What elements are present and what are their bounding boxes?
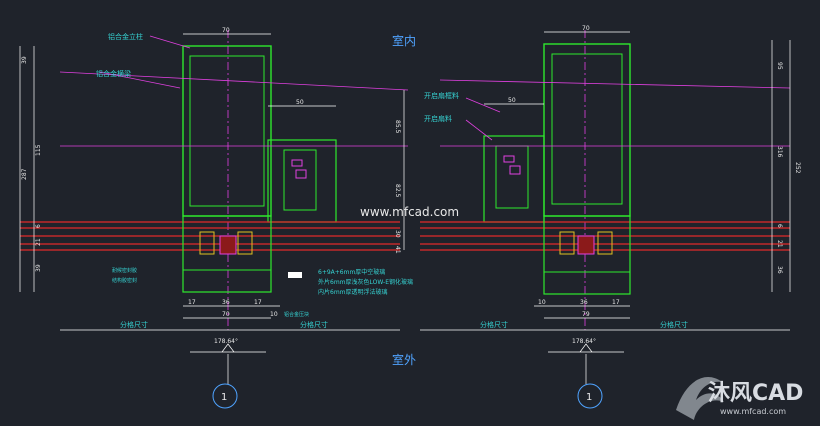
right-detail-number: 1 — [586, 392, 592, 403]
left-structural-seal — [219, 235, 237, 255]
left-dim-r2: 82.5 — [394, 184, 401, 198]
left-sash-inner — [283, 149, 317, 211]
left-gasket-2 — [237, 231, 253, 255]
glass-spec-3: 内片6mm厚透明浮法玻璃 — [318, 288, 388, 296]
site-watermark: www.mfcad.com — [360, 205, 459, 219]
left-dim-l4: 6 — [35, 224, 42, 228]
right-structural-seal — [577, 235, 595, 255]
brand-watermark: 沐风CAD www.mfcad.com — [676, 377, 803, 420]
right-elevation-arrow — [579, 343, 593, 353]
left-dim-b1: 17 — [188, 299, 196, 306]
left-dim-r4: 41 — [394, 246, 401, 254]
left-detail-circle — [212, 383, 238, 409]
right-dim-r3: 252 — [794, 162, 801, 174]
right-sash-hardware — [503, 155, 521, 175]
left-elevation: 178.64° — [214, 338, 238, 345]
left-pressure-plate — [182, 269, 272, 293]
left-sash-hardware — [291, 159, 307, 179]
left-dim-b3: 17 — [254, 299, 262, 306]
right-mullion-outline — [543, 43, 631, 217]
right-dim-r4: 6 — [776, 224, 783, 228]
left-gasket-1 — [199, 231, 215, 255]
right-axis-label-left: 分格尺寸 — [480, 320, 508, 329]
left-legend-swatch — [288, 272, 302, 278]
left-dim-l5: 21 — [35, 238, 42, 246]
right-dim-r5: 21 — [776, 240, 783, 248]
right-axis-label-right: 分格尺寸 — [660, 320, 688, 329]
right-sash-frame — [483, 135, 545, 223]
left-dim-b2: 36 — [222, 299, 230, 306]
right-dim-r6: 36 — [776, 266, 783, 274]
right-dim-top-70: 70 — [582, 25, 590, 32]
right-dim-b1: 10 — [538, 299, 546, 306]
left-dim-r1: 85.5 — [394, 120, 401, 134]
glass-spec-2: 外片6mm厚浅灰色LOW-E钢化玻璃 — [318, 278, 413, 286]
brand-logo-text: 沐风CAD — [708, 381, 803, 406]
callout-a: 耐候密封胶 — [112, 267, 137, 274]
right-dim-r2: 316 — [776, 146, 783, 158]
outdoor-label: 室外 — [392, 352, 416, 367]
right-dim-r1: 95 — [776, 62, 783, 70]
left-dim-l6: 39 — [35, 264, 42, 272]
right-dim-b3: 17 — [612, 299, 620, 306]
left-mullion-inner — [189, 55, 265, 207]
brand-url: www.mfcad.com — [720, 407, 786, 416]
right-dim-b2: 36 — [580, 299, 588, 306]
left-dim-r3: 30 — [394, 230, 401, 238]
left-section: 铝合金立柱 铝合金横梁 耐候密封胶 结构胶密封 6+9A+6mm厚中空玻璃 外片… — [19, 27, 413, 409]
glass-spec-1: 6+9A+6mm厚中空玻璃 — [318, 268, 385, 276]
left-dim-l1: 39 — [21, 56, 28, 64]
left-axis-label-right: 分格尺寸 — [300, 320, 328, 329]
left-dim-b4: 70 — [222, 311, 230, 318]
left-dim-top-70: 70 — [222, 27, 230, 34]
left-dim-top-50: 50 — [296, 99, 304, 106]
callout-transom: 铝合金横梁 — [96, 69, 131, 78]
right-detail-circle — [577, 383, 603, 409]
left-detail-number: 1 — [221, 392, 227, 403]
left-mullion-outline — [182, 45, 272, 217]
left-axis-label-left: 分格尺寸 — [120, 320, 148, 329]
indoor-label: 室内 — [392, 33, 416, 48]
right-pressure-plate — [543, 271, 631, 295]
brand-logo-icon — [676, 377, 724, 420]
callout-b: 结构胶密封 — [112, 277, 137, 284]
callout-mullion: 铝合金立柱 — [108, 32, 143, 41]
right-glass-lines — [420, 221, 790, 251]
left-dim-b5: 10 — [270, 311, 278, 318]
right-sash-inner — [495, 145, 529, 209]
left-elevation-arrow — [221, 343, 235, 353]
left-glass-lines — [20, 221, 400, 251]
right-dim-top-50: 50 — [508, 97, 516, 104]
right-section: 开启扇框料 开启扇料 70 50 95 316 252 6 21 36 10 3… — [420, 25, 801, 409]
left-dim-l2: 115 — [35, 144, 42, 156]
left-dim-l3: 287 — [21, 168, 28, 180]
gasket-note: 铝合金压块 — [284, 311, 309, 318]
callout-sash: 开启扇料 — [424, 114, 452, 123]
right-dim-b4: 79 — [582, 311, 590, 318]
right-elevation: 178.64° — [572, 338, 596, 345]
right-gasket-1 — [559, 231, 575, 255]
callout-frame: 开启扇框料 — [424, 91, 459, 100]
right-mullion-inner — [551, 53, 623, 205]
right-gasket-2 — [597, 231, 613, 255]
